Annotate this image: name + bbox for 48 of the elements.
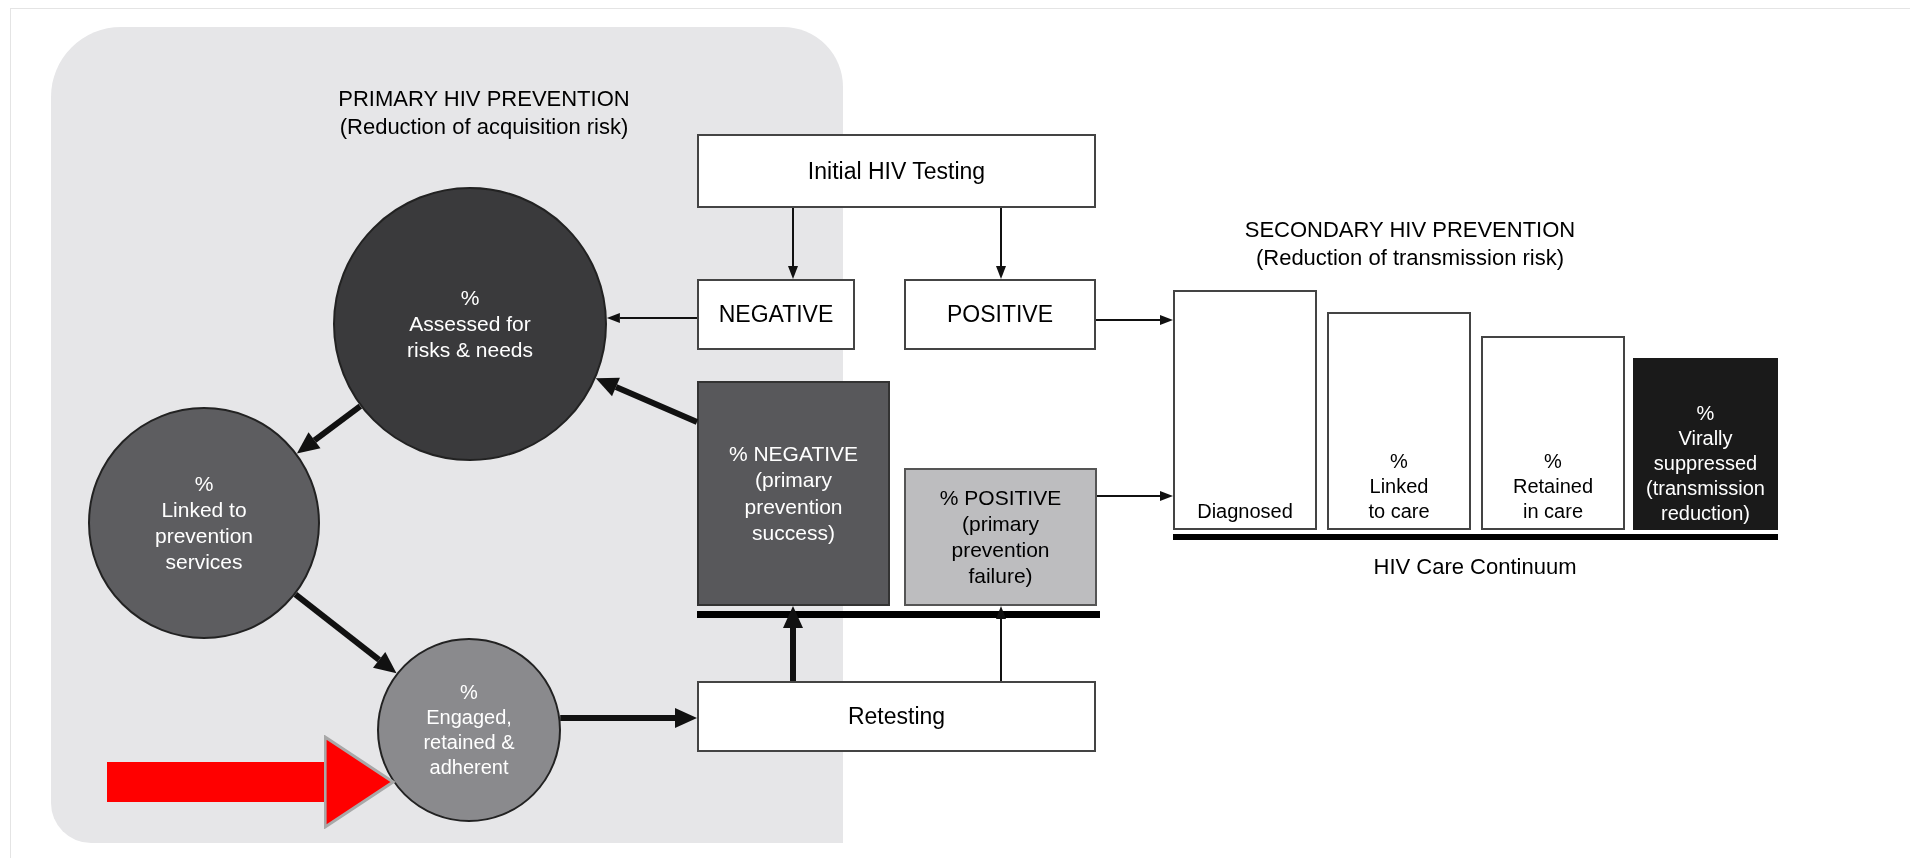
node-text: Engaged, retained & adherent <box>422 705 516 780</box>
section-subheading: (Reduction of transmission risk) <box>1255 243 1565 271</box>
node-text: Retained in care <box>1512 474 1594 524</box>
node-text: POSITIVE <box>946 300 1054 329</box>
node-text: % <box>1390 449 1408 474</box>
result-box <box>904 468 1097 606</box>
node-text: % <box>1696 401 1715 426</box>
arrow <box>606 313 698 323</box>
node-text: % <box>460 284 480 311</box>
arrow <box>788 207 798 279</box>
node-text: (primary prevention failure) <box>950 510 1051 590</box>
arrow <box>595 377 699 425</box>
node-text: Retesting <box>847 702 946 731</box>
continuum-bar <box>1327 312 1471 530</box>
process-box <box>904 279 1096 350</box>
node-text: Initial HIV Testing <box>807 156 986 186</box>
node-text: Linked to care <box>1367 474 1431 524</box>
axis-caption: HIV Care Continuum <box>1373 553 1577 581</box>
node-text: % <box>194 470 214 497</box>
section-heading: SECONDARY HIV PREVENTION <box>1244 216 1576 244</box>
node-text: % NEGATIVE <box>728 441 859 467</box>
block-arrow <box>107 735 395 829</box>
section-heading: PRIMARY HIV PREVENTION <box>338 85 630 113</box>
node-text: NEGATIVE <box>718 300 834 329</box>
arrow <box>783 606 803 681</box>
arrow <box>1096 491 1173 501</box>
arrow <box>293 592 397 674</box>
arrow <box>296 403 363 454</box>
arrow <box>996 207 1006 279</box>
node-text: Virally suppressed (transmission reduction) <box>1645 426 1766 526</box>
process-box <box>697 681 1096 752</box>
node-text: Diagnosed <box>1197 499 1293 524</box>
arrow <box>1095 315 1173 325</box>
result-box <box>697 381 890 606</box>
section-subheading: (Reduction of acquisition risk) <box>339 112 629 140</box>
process-box <box>697 279 855 350</box>
continuum-bar <box>1173 290 1317 530</box>
arrow <box>560 708 697 728</box>
node-text: Linked to prevention services <box>153 496 255 576</box>
process-box <box>697 134 1096 208</box>
arrow <box>996 606 1006 682</box>
node-text: % POSITIVE <box>939 484 1062 511</box>
node-text: % <box>1544 449 1562 474</box>
node-text: Assessed for risks & needs <box>405 310 535 364</box>
node-text: (primary prevention success) <box>743 467 844 546</box>
continuum-bar <box>1481 336 1625 530</box>
node-text: % <box>460 680 478 705</box>
continuum-bar <box>1633 358 1778 530</box>
